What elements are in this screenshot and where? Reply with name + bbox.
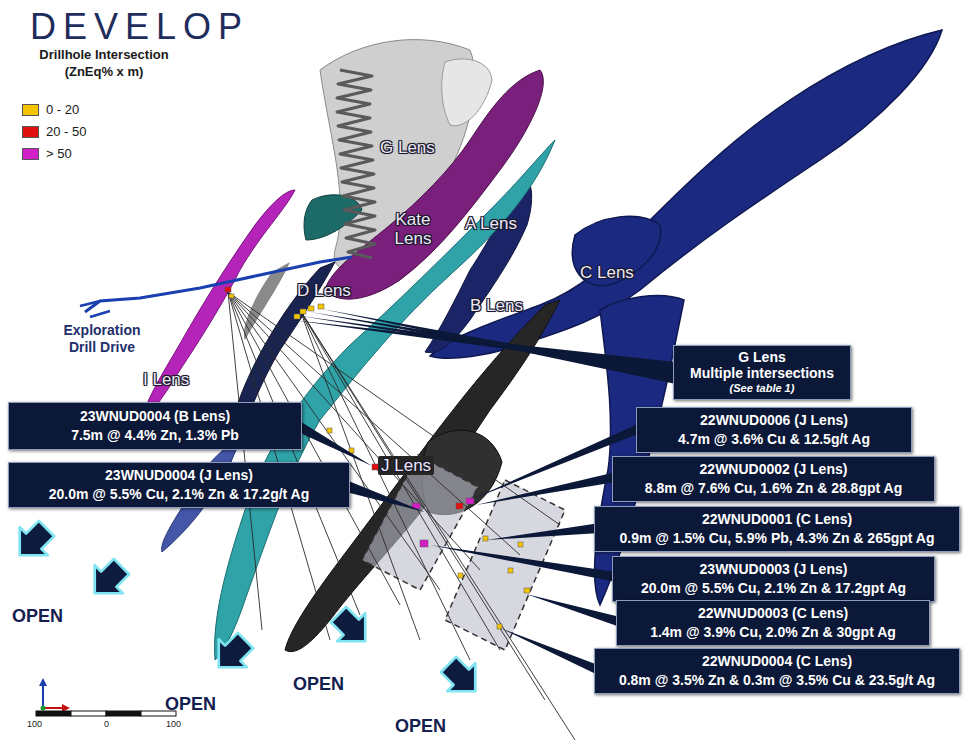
c-lens (572, 216, 660, 285)
kate-lens (325, 70, 543, 299)
callout-text: 7.5m @ 4.4% Zn, 1.3% Pb (71, 426, 239, 445)
callout-text: (See table 1) (730, 381, 795, 396)
lens-label: A Lens (465, 214, 517, 233)
legend-text: 20 - 50 (46, 124, 86, 140)
callout-heading: 23WNUD0003 (J Lens) (700, 560, 848, 579)
exploration-drive (80, 301, 110, 317)
callout-heading: 22WNUD0002 (J Lens) (700, 460, 848, 479)
callout-box: 22WNUD0002 (J Lens)8.8m @ 7.6% Cu, 1.6% … (612, 456, 935, 502)
open-label: OPEN (395, 716, 446, 737)
scale-number: 100 (166, 719, 181, 729)
open-label: OPEN (12, 606, 63, 627)
lens-label: I Lens (143, 370, 189, 389)
callout-box: 23WNUD0004 (B Lens)7.5m @ 4.4% Zn, 1.3% … (8, 402, 302, 450)
callout-heading: 22WNUD0003 (C Lens) (698, 604, 848, 623)
scale-number: 100 (27, 719, 42, 729)
callout-box: 22WNUD0003 (C Lens)1.4m @ 3.9% Cu, 2.0% … (616, 600, 930, 646)
info-box: G LensMultiple intersections(See table 1… (673, 345, 851, 400)
axis-icon (39, 678, 70, 712)
callout-heading: 23WNUD0004 (B Lens) (80, 407, 230, 426)
callout-box: 22WNUD0001 (C Lens)0.9m @ 1.5% Cu, 5.9% … (594, 506, 960, 552)
callout-text: 20.0m @ 5.5% Cu, 2.1% Zn & 17.2g/t Ag (49, 485, 310, 504)
lens-label: G Lens (380, 138, 435, 157)
intersection-markers (225, 287, 530, 629)
open-arrows (6, 515, 490, 706)
callout-text: 0.8m @ 3.5% Zn & 0.3m @ 3.5% Cu & 23.5g/… (619, 671, 935, 690)
lens-fragment (304, 195, 362, 240)
callout-text: 0.9m @ 1.5% Cu, 5.9% Pb, 4.3% Zn & 265gp… (620, 529, 935, 548)
g-lens-spiral (337, 70, 375, 258)
scale-bar (36, 711, 176, 716)
callout-box: 22WNUD0004 (C Lens)0.8m @ 3.5% Zn & 0.3m… (594, 648, 960, 694)
open-label: OPEN (165, 694, 216, 715)
callout-text: 8.8m @ 7.6% Cu, 1.6% Zn & 28.8gpt Ag (645, 479, 902, 498)
open-label: OPEN (293, 674, 344, 695)
target-zone (362, 455, 478, 590)
lens-label: Kate Lens (385, 210, 441, 248)
callout-text: Multiple intersections (690, 365, 834, 381)
callout-box: 23WNUD0004 (J Lens)20.0m @ 5.5% Cu, 2.1%… (8, 462, 350, 508)
callout-heading: G Lens (738, 349, 785, 365)
lens-label: J Lens (378, 456, 434, 475)
callout-heading: 22WNUD0004 (C Lens) (702, 652, 852, 671)
legend-heading: Drillhole Intersection (ZnEq% x m) (16, 46, 192, 80)
drive-label: Exploration Drill Drive (50, 322, 154, 356)
legend-text: 0 - 20 (46, 102, 79, 118)
callout-text: 4.7m @ 3.6% Cu & 12.5g/t Ag (678, 430, 870, 449)
lens-label: C Lens (580, 263, 634, 282)
logo-text: DEVELOP (30, 6, 249, 48)
legend-swatch (22, 104, 39, 116)
i-lens (140, 190, 295, 425)
callout-heading: 22WNUD0006 (J Lens) (700, 411, 848, 430)
scale-number: 0 (104, 719, 109, 729)
callout-text: 20.0m @ 5.5% Cu, 2.1% Zn & 17.2gpt Ag (641, 579, 906, 598)
callout-box: 22WNUD0006 (J Lens)4.7m @ 3.6% Cu & 12.5… (636, 407, 912, 453)
drillholes (228, 292, 575, 740)
g-lens (442, 59, 492, 126)
lens-label: D Lens (297, 281, 351, 300)
callout-heading: 22WNUD0001 (C Lens) (702, 510, 852, 529)
callout-text: 1.4m @ 3.9% Cu, 2.0% Zn & 30gpt Ag (650, 623, 896, 642)
callout-heading: 23WNUD0004 (J Lens) (105, 466, 253, 485)
lens-label: B Lens (470, 296, 523, 315)
legend-swatch (22, 148, 39, 160)
legend-text: > 50 (46, 146, 72, 162)
callout-box: 23WNUD0003 (J Lens)20.0m @ 5.5% Cu, 2.1%… (612, 556, 935, 602)
legend-swatch (22, 126, 39, 138)
exploration-drive (85, 257, 352, 312)
